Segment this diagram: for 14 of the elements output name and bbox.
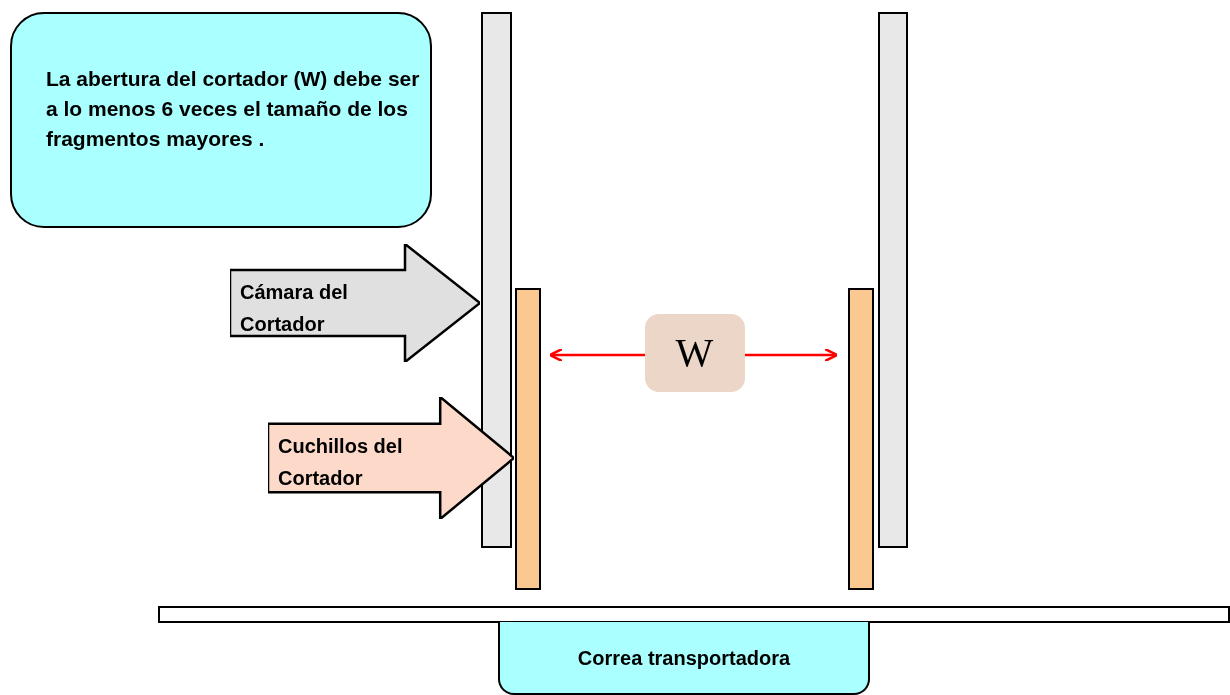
note-callout: [10, 12, 432, 228]
note-text: La abertura del cortador (W) debe ser a lo menos 6 veces el tamaño de los fragmentos mayores .: [46, 66, 421, 152]
arrow-shaped-callout: [268, 397, 514, 519]
arrow-label: Cámara del Cortador: [240, 279, 349, 337]
edge-label: W: [644, 314, 745, 392]
arrow-shaped-callout: [230, 244, 480, 362]
cutter-blade: [848, 288, 874, 590]
conveyor-belt: [158, 606, 1230, 623]
arrow-label: Cuchillos del Cortador: [278, 433, 404, 491]
chamber-wall: [481, 12, 512, 548]
conveyor-label: Correa transportadora: [577, 645, 791, 671]
conveyor-label-box: [498, 622, 870, 695]
chamber-wall: [878, 12, 908, 548]
cutter-blade: [515, 288, 541, 590]
